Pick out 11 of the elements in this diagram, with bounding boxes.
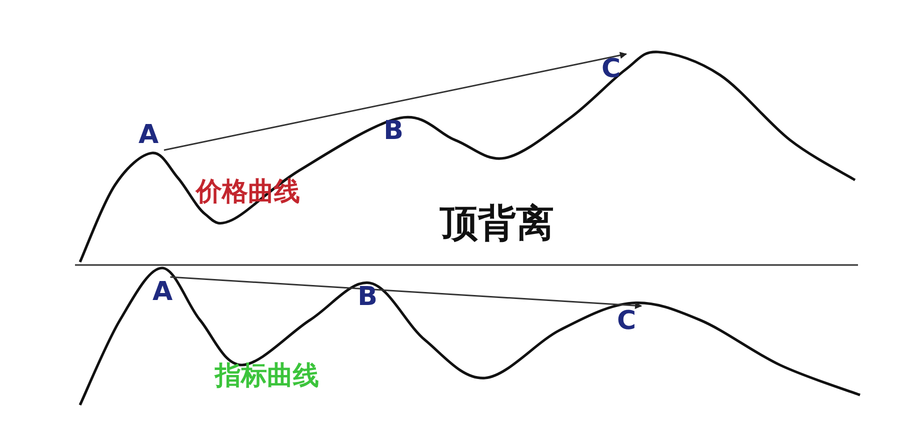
curve-label: 价格曲线 — [196, 176, 300, 209]
point-label: B — [378, 116, 409, 148]
diagram-title: 顶背离 — [440, 200, 554, 247]
trend-arrow — [164, 52, 627, 151]
point-label: A — [147, 277, 178, 307]
trend-arrow — [170, 276, 642, 310]
curve-label: 指标曲线 — [215, 360, 319, 393]
point-label: A — [133, 120, 164, 152]
point-label: C — [594, 54, 628, 86]
point-label: C — [610, 306, 643, 336]
point-label: B — [352, 282, 383, 312]
